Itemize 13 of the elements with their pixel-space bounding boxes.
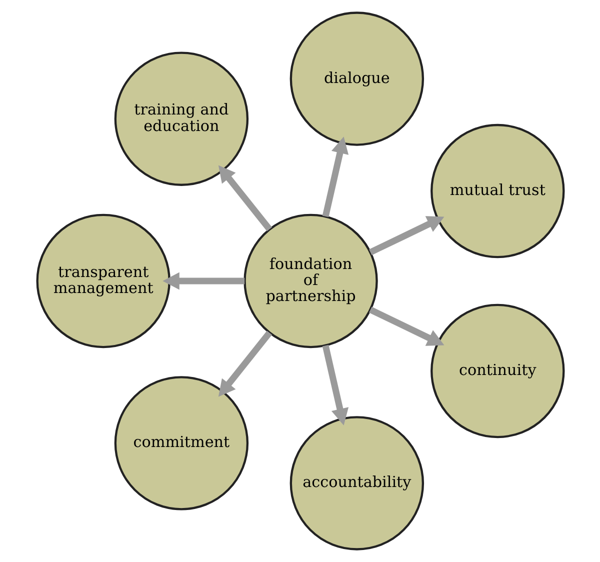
arrow xyxy=(322,344,348,426)
arrow xyxy=(368,216,444,256)
arrow xyxy=(368,306,444,346)
node-circle: dialogue xyxy=(289,12,424,146)
node-circle: accountability xyxy=(289,416,424,550)
arrow xyxy=(218,330,272,397)
node-circle: continuity xyxy=(430,304,564,438)
arrow xyxy=(218,165,272,232)
node-circle: transparent management xyxy=(36,214,170,348)
node-circle: foundation of partnership xyxy=(243,214,378,348)
arrow xyxy=(162,272,244,290)
arrow xyxy=(322,136,348,218)
node-circle: mutual trust xyxy=(430,124,564,258)
